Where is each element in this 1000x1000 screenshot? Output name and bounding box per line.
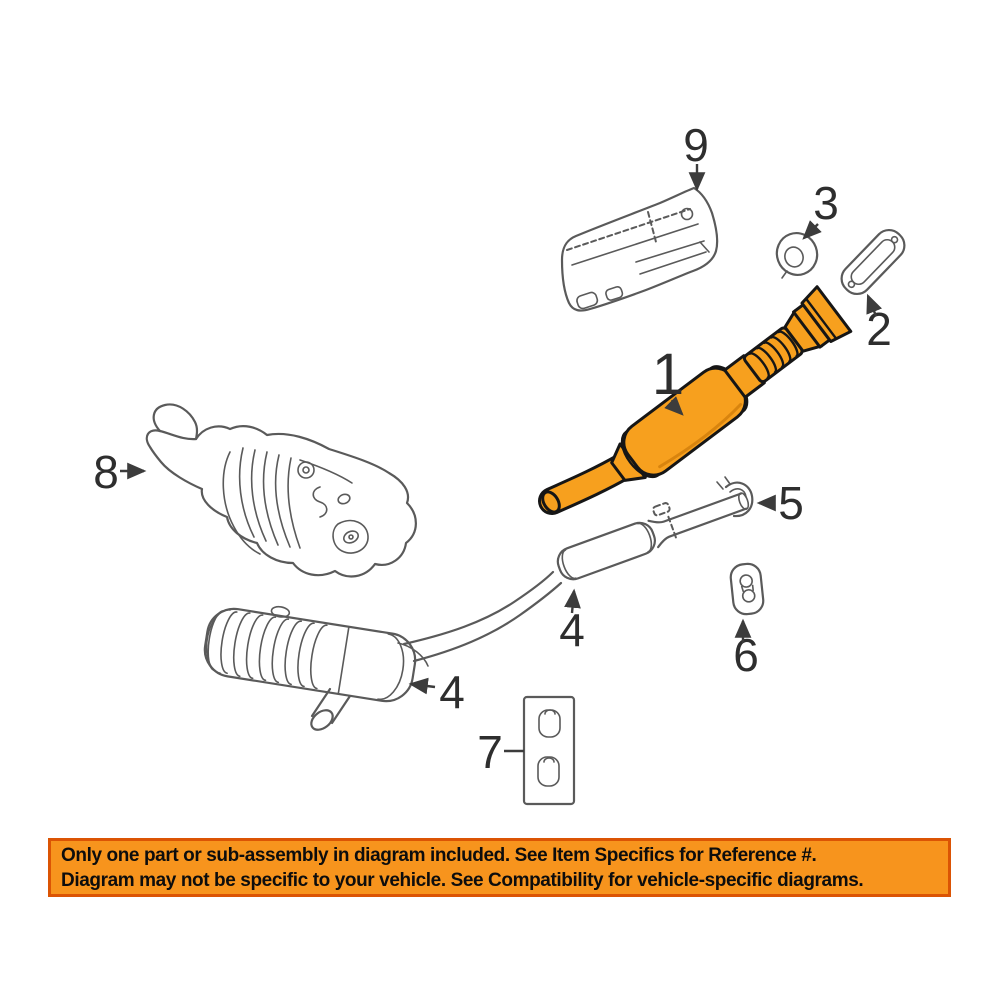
bracket-plate-part <box>522 695 576 806</box>
callout-4-muffler: 4 <box>439 666 465 718</box>
heat-shield-part <box>560 186 719 312</box>
highlighted-front-pipe-part <box>538 285 853 515</box>
callout-4-pipe-arrow <box>564 588 581 614</box>
callout-3: 3 <box>813 177 839 229</box>
callout-3-arrow <box>802 220 822 240</box>
callout-9: 9 <box>683 119 709 171</box>
exhaust-clamp-part <box>716 476 754 518</box>
callout-6: 6 <box>733 629 759 681</box>
disclaimer-banner: Only one part or sub-assembly in diagram… <box>48 838 951 897</box>
callout-4-muffler-arrow <box>408 677 436 695</box>
callout-7: 7 <box>477 726 503 778</box>
muffler-part <box>203 605 429 731</box>
callout-1-arrow <box>664 396 684 416</box>
intermediate-pipe-resonator <box>556 492 750 581</box>
callout-5: 5 <box>778 477 804 529</box>
callout-8: 8 <box>93 446 119 498</box>
callout-1: 1 <box>652 342 684 407</box>
catalytic-converter-part <box>145 403 417 578</box>
callouts: 1 2 3 4 4 5 6 7 8 9 <box>93 119 892 778</box>
disclaimer-line-2: Diagram may not be specific to your vehi… <box>61 869 864 891</box>
hanger-insulator-part <box>729 562 765 616</box>
exhaust-s-pipe <box>402 570 563 663</box>
callout-2: 2 <box>866 303 892 355</box>
disclaimer-line-1: Only one part or sub-assembly in diagram… <box>61 845 817 866</box>
donut-gasket-part <box>775 232 819 279</box>
callout-2-arrow <box>866 293 883 317</box>
flange-gasket-part <box>840 228 906 296</box>
